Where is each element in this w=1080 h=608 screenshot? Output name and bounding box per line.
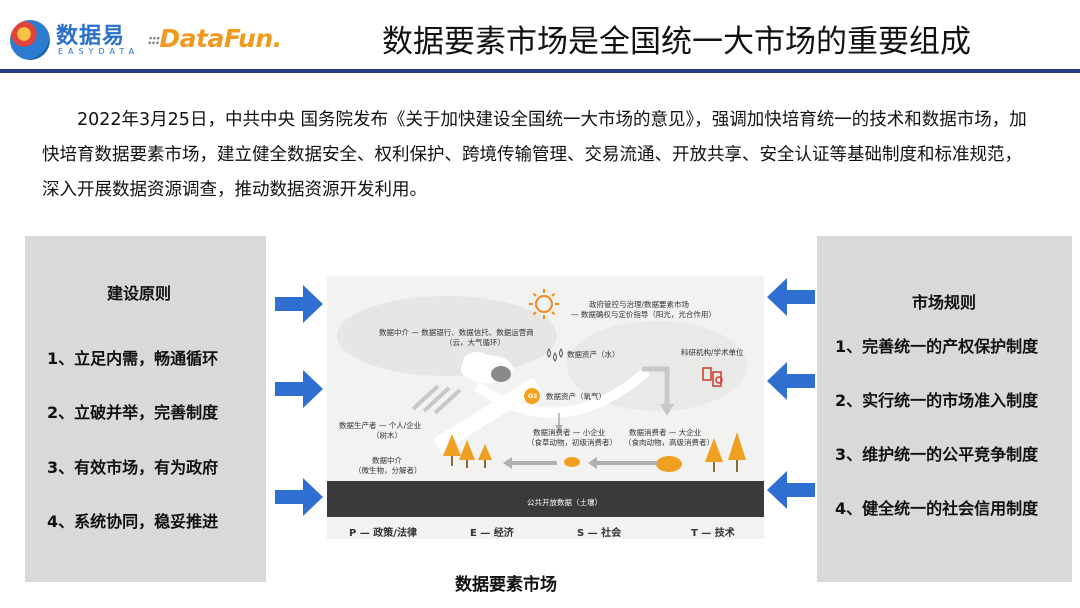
datafun-logo-dots: ::: — [148, 33, 159, 47]
producer-label-line2: （树木） — [372, 431, 402, 441]
pest-society-label: S — 社会 — [577, 524, 621, 539]
easydata-logo-icon — [10, 20, 50, 60]
sun-icon — [529, 289, 559, 319]
intermediary2-label-line2: （微生物，分解者） — [354, 466, 422, 476]
producer-label-line1: 数据生产者 — 个人/企业 — [339, 421, 421, 431]
easydata-logo: 数据易 EASYDATA — [10, 16, 130, 64]
right-arrow-icon — [275, 285, 323, 323]
oxygen-symbol: O2 — [528, 392, 537, 402]
principle-item: 1、立足内需，畅通循环 — [47, 345, 218, 369]
data-market-ecosystem-diagram: 公共开放数据（土壤） 政府管控与治理/数据要素市场 — 数据确权与定价指导（阳光… — [327, 276, 764, 539]
rabbit-icon — [564, 457, 580, 467]
title-divider — [0, 69, 1080, 73]
market-rule-item: 2、实行统一的市场准入制度 — [835, 387, 1038, 411]
intermediary2-label-line1: 数据中介 — [372, 456, 402, 466]
consumer-small-label-line1: 数据消费者 — 小企业 — [533, 428, 605, 438]
page-title: 数据要素市场是全国统一大市场的重要组成 — [382, 16, 971, 61]
pest-policy-label: P — 政策/法律 — [349, 524, 417, 539]
left-arrow-icon — [767, 471, 815, 509]
market-rule-item: 1、完善统一的产权保护制度 — [835, 333, 1038, 357]
market-rule-item: 3、维护统一的公平竞争制度 — [835, 441, 1038, 465]
research-label: 科研机构/学术单位 — [681, 348, 744, 358]
asset-water-label: 数据资产（水） — [567, 350, 620, 360]
consumer-large-label-line2: （食肉动物，高级消费者） — [624, 438, 714, 448]
tree-icons-left — [443, 434, 492, 468]
pest-technology-label: T — 技术 — [691, 524, 735, 539]
datafun-logo: :::DataFun. — [148, 24, 282, 53]
consumer-small-label-line2: （食草动物，初级消费者） — [527, 438, 617, 448]
right-arrow-icon — [275, 370, 323, 408]
asset-oxygen-label: 数据资产（氧气） — [546, 392, 606, 402]
principle-item: 4、系统协同，稳妥推进 — [47, 508, 218, 532]
bear-icon — [656, 456, 682, 472]
principles-heading: 建设原则 — [107, 280, 171, 304]
left-arrow-icon — [767, 278, 815, 316]
easydata-logo-subtext: EASYDATA — [58, 47, 139, 56]
gov-label-line2: — 数据确权与定价指导（阳光，光合作用） — [571, 310, 716, 320]
intro-paragraph: 2022年3月25日，中共中央 国务院发布《关于加快建设全国统一大市场的意见》，… — [42, 103, 1032, 208]
water-drop-icon — [548, 349, 563, 361]
principle-item: 2、立破并举，完善制度 — [47, 399, 218, 423]
header: 数据易 EASYDATA :::DataFun. 数据要素市场是全国统一大市场的… — [0, 0, 1080, 72]
soil-label: 公共开放数据（土壤） — [527, 497, 602, 508]
intermediary-label-line2: （云，大气循环） — [445, 338, 505, 348]
diagram-caption: 数据要素市场 — [455, 570, 557, 595]
consumer-flow-arrows — [503, 457, 657, 469]
market-rules-heading: 市场规则 — [912, 289, 976, 313]
upward-flow-arrows — [413, 386, 460, 413]
datafun-logo-text: DataFun. — [159, 24, 281, 53]
consumer-large-label-line1: 数据消费者 — 大企业 — [629, 428, 701, 438]
principle-item: 3、有效市场，有为政府 — [47, 454, 218, 478]
intermediary-label-line1: 数据中介 — 数据银行、数据信托、数据运营商 — [379, 328, 534, 338]
gov-label-line1: 政府管控与治理/数据要素市场 — [589, 300, 689, 310]
market-rule-item: 4、健全统一的社会信用制度 — [835, 495, 1038, 519]
pest-economy-label: E — 经济 — [470, 524, 514, 539]
easydata-logo-text: 数据易 — [56, 18, 125, 50]
right-arrow-icon — [275, 478, 323, 516]
left-arrow-icon — [767, 362, 815, 400]
